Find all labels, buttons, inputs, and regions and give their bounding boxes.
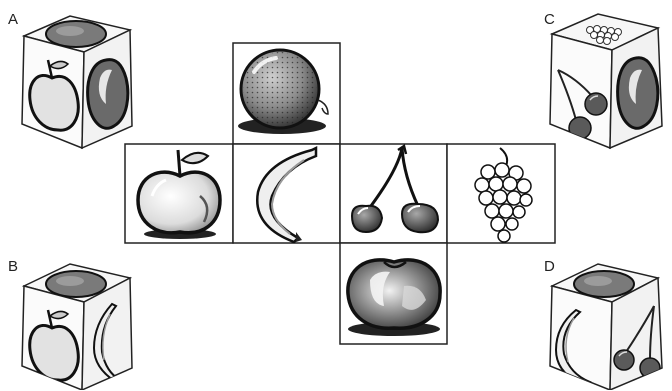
net-face-tomato [340, 243, 447, 344]
net-face-apple [125, 144, 233, 243]
cube-option-b[interactable] [10, 256, 142, 390]
cube-option-d[interactable] [546, 256, 672, 390]
orange-icon [574, 271, 634, 297]
orange-icon [46, 271, 106, 297]
tomato-icon [88, 60, 128, 129]
net-face-orange [233, 43, 340, 144]
net-face-banana [233, 144, 340, 243]
net-face-grapes [447, 144, 555, 243]
tomato-icon [618, 58, 658, 129]
net-face-cherries [340, 144, 447, 243]
orange-icon [46, 21, 106, 47]
cube-option-c[interactable] [546, 8, 672, 150]
tomato-icon [348, 260, 440, 336]
cube-option-a[interactable] [10, 8, 142, 150]
